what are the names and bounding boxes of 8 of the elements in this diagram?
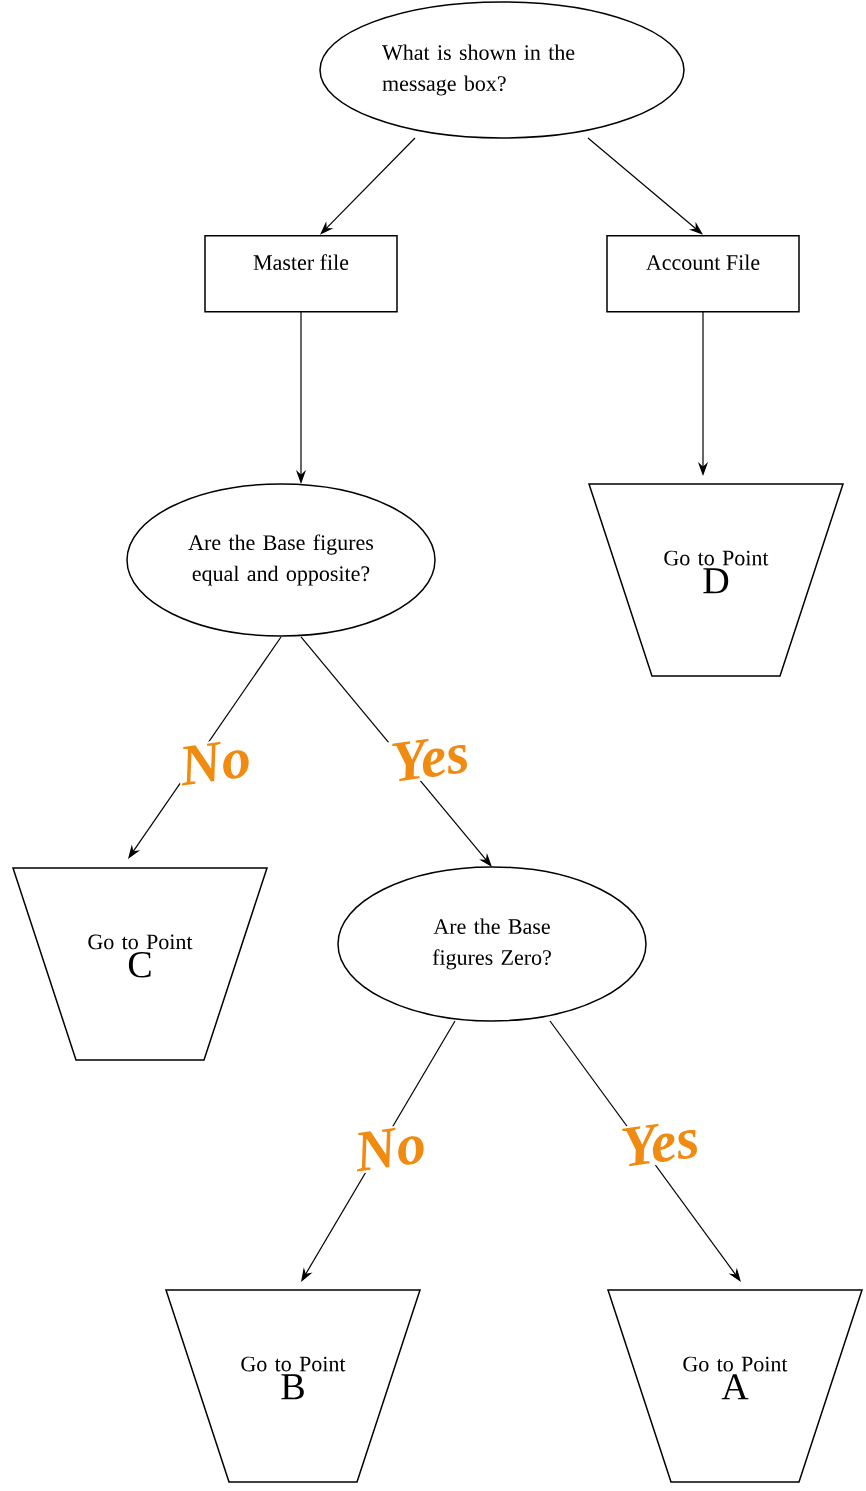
process-box: Master file (204, 235, 398, 313)
edge-label: No (174, 735, 256, 789)
arrow (320, 137, 416, 235)
edge-label: No (349, 1121, 431, 1175)
edge-label: Yes (616, 1116, 704, 1170)
arrow (587, 137, 703, 235)
edge-label: Yes (386, 731, 474, 785)
process-box: Account File (606, 235, 800, 313)
